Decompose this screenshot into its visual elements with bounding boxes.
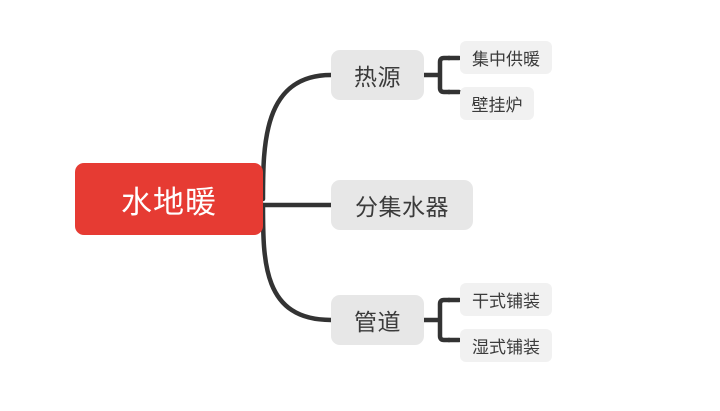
connector-root-to-pipe	[260, 202, 334, 323]
mindmap-leaf-label-wall-hung-boiler: 壁挂炉	[471, 96, 523, 116]
mindmap-leaf-node-wall-hung-boiler[interactable]: 壁挂炉	[460, 87, 534, 120]
mindmap-branch-label-pipeline: 管道	[354, 310, 401, 336]
mindmap-leaf-node-wet-installation[interactable]: 湿式铺装	[460, 329, 552, 362]
connector-heat-bracket	[421, 55, 452, 95]
connector-root-to-heat	[260, 72, 334, 202]
mindmap-branch-node-manifold[interactable]: 分集水器	[331, 180, 473, 230]
mindmap-root-node[interactable]: 水地暖	[75, 163, 263, 235]
mindmap-leaf-node-central-heating[interactable]: 集中供暖	[460, 41, 552, 74]
connector-pipe-bracket	[421, 297, 452, 343]
mindmap-root-label: 水地暖	[121, 184, 217, 221]
mindmap-leaf-label-dry-installation: 干式铺装	[472, 292, 540, 312]
mindmap-leaf-label-wet-installation: 湿式铺装	[472, 338, 540, 358]
mindmap-branch-label-manifold: 分集水器	[355, 195, 449, 221]
mindmap-branch-node-pipeline[interactable]: 管道	[331, 295, 424, 345]
mindmap-leaf-node-dry-installation[interactable]: 干式铺装	[460, 283, 552, 316]
mindmap-leaf-label-central-heating: 集中供暖	[472, 50, 540, 70]
mindmap-branch-label-heat-source: 热源	[354, 65, 401, 91]
mindmap-branch-node-heat-source[interactable]: 热源	[331, 50, 424, 100]
